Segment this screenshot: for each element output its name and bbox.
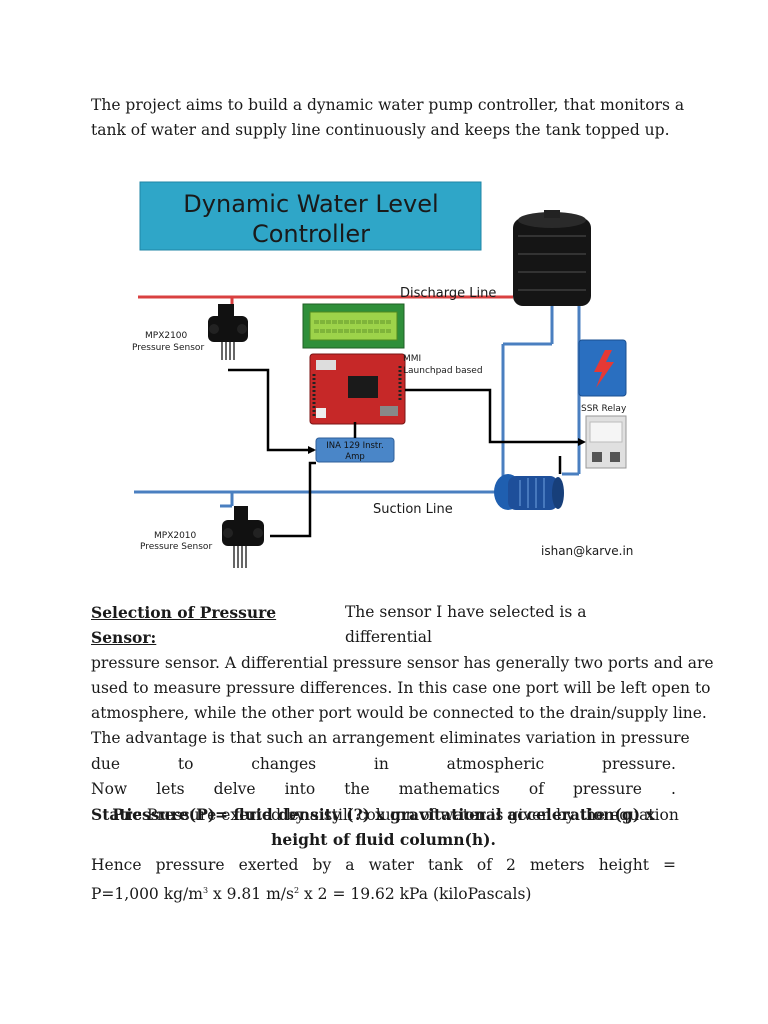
discharge-line-label: Discharge Line bbox=[400, 286, 496, 301]
selection-line-4: atmosphere, while the other port would b… bbox=[91, 704, 707, 723]
selection-line-6: due to changes in atmospheric pressure. bbox=[91, 752, 676, 777]
selection-line-8: Static Pressure exerted by a still colum… bbox=[91, 802, 679, 828]
word: to bbox=[177, 754, 194, 773]
word: into bbox=[284, 780, 316, 799]
word: . bbox=[671, 780, 676, 799]
credit-email: ishan@karve.in bbox=[541, 544, 633, 558]
launchpad-board-icon bbox=[309, 353, 406, 425]
diagram-title-line-1: Dynamic Water Level bbox=[183, 190, 438, 218]
word: water bbox=[368, 856, 414, 874]
word: delve bbox=[213, 780, 256, 799]
word: = bbox=[663, 856, 676, 874]
word: lets bbox=[156, 780, 185, 799]
amp-label-line-2: Amp bbox=[345, 452, 365, 462]
word: by bbox=[312, 856, 332, 874]
intro-line-2: tank of water and supply line continuous… bbox=[91, 121, 670, 140]
intro-paragraph: The project aims to build a dynamic wate… bbox=[91, 93, 685, 144]
selection-line-3: used to measure pressure differences. In… bbox=[91, 678, 711, 697]
word: atmospheric bbox=[446, 754, 545, 773]
selection-line-2: pressure sensor. A differential pressure… bbox=[91, 653, 714, 672]
pressure-result-suffix: x 2 = 19.62 kPa (kiloPascals) bbox=[299, 885, 532, 904]
mmi-label-line-2: Launchpad based bbox=[403, 366, 483, 376]
word: Now bbox=[91, 780, 128, 799]
mmi-label-line-1: MMI bbox=[403, 354, 421, 364]
cube-exponent: 3 bbox=[202, 886, 209, 896]
hence-line-1: Hence pressure exerted by a water tank o… bbox=[91, 853, 676, 878]
selection-line-7: Now lets delve into the mathematics of p… bbox=[91, 777, 676, 802]
square-exponent: 2 bbox=[293, 886, 300, 896]
pressure-sensor-2-icon bbox=[222, 506, 264, 568]
selection-heading: Selection of Pressure Sensor: bbox=[91, 603, 277, 648]
word: a bbox=[345, 856, 355, 874]
word: pressure bbox=[573, 780, 642, 799]
water-tank-icon bbox=[513, 210, 591, 306]
amp-label-line-1: INA 129 Instr. bbox=[326, 441, 383, 451]
word: mathematics bbox=[398, 780, 500, 799]
signal-wires bbox=[228, 368, 582, 538]
equation-line-1: Pressure(P)= fluid density (?) x gravita… bbox=[112, 805, 655, 824]
wire-arrow-relay bbox=[578, 438, 586, 446]
sensor-1-name: MPX2100 bbox=[145, 331, 188, 341]
word: in bbox=[373, 754, 389, 773]
intro-line-1: The project aims to build a dynamic wate… bbox=[91, 96, 685, 114]
ssr-relay-label: SSR Relay bbox=[581, 404, 627, 414]
lcd-display-icon bbox=[302, 303, 405, 349]
word: 2 bbox=[506, 856, 516, 874]
pressure-result-prefix: P=1,000 kg/m bbox=[91, 885, 203, 904]
sensor-1-desc: Pressure Sensor bbox=[132, 343, 204, 353]
selection-line-1: Selection of Pressure Sensor: The sensor… bbox=[91, 600, 676, 651]
sensor-2-desc: Pressure Sensor bbox=[140, 542, 212, 552]
word: the bbox=[344, 780, 370, 799]
diagram-title-line-2: Controller bbox=[252, 220, 370, 248]
word: exerted bbox=[238, 856, 299, 874]
pressure-sensor-1-icon bbox=[208, 304, 248, 360]
selection-line-8-rest: Pressure exerted by a still column of wa… bbox=[146, 806, 679, 825]
word: tank bbox=[427, 856, 463, 874]
ssr-relay-icon bbox=[578, 339, 627, 469]
equation-line-2: height of fluid column(h). bbox=[271, 830, 496, 849]
word: pressure. bbox=[602, 754, 676, 773]
sensor-2-name: MPX2010 bbox=[154, 531, 197, 541]
selection-paragraph: Selection of Pressure Sensor: The sensor… bbox=[91, 600, 714, 829]
word: due bbox=[91, 754, 121, 773]
controller-diagram: Dynamic Water Level Controller Discharge… bbox=[130, 176, 650, 576]
pressure-result-mid: x 9.81 m/s bbox=[208, 885, 294, 904]
word: of bbox=[528, 780, 544, 799]
selection-line-5: The advantage is that such an arrangemen… bbox=[91, 729, 690, 748]
suction-line-label: Suction Line bbox=[373, 502, 453, 517]
word: changes bbox=[251, 754, 317, 773]
word: meters bbox=[529, 856, 585, 874]
word: Hence bbox=[91, 856, 142, 874]
diagram-title-box bbox=[139, 181, 482, 251]
hence-paragraph: Hence pressure exerted by a water tank o… bbox=[91, 853, 676, 908]
word: of bbox=[476, 856, 492, 874]
static-keyword: Static bbox=[91, 805, 142, 825]
word: pressure bbox=[155, 856, 225, 874]
hence-line-2: P=1,000 kg/m3 x 9.81 m/s2 x 2 = 19.62 kP… bbox=[91, 878, 676, 907]
water-pump-icon bbox=[494, 474, 564, 510]
word: height bbox=[598, 856, 649, 874]
selection-line-1-rest: The sensor I have selected is a differen… bbox=[344, 603, 587, 647]
wire-arrow-amp bbox=[308, 446, 316, 454]
